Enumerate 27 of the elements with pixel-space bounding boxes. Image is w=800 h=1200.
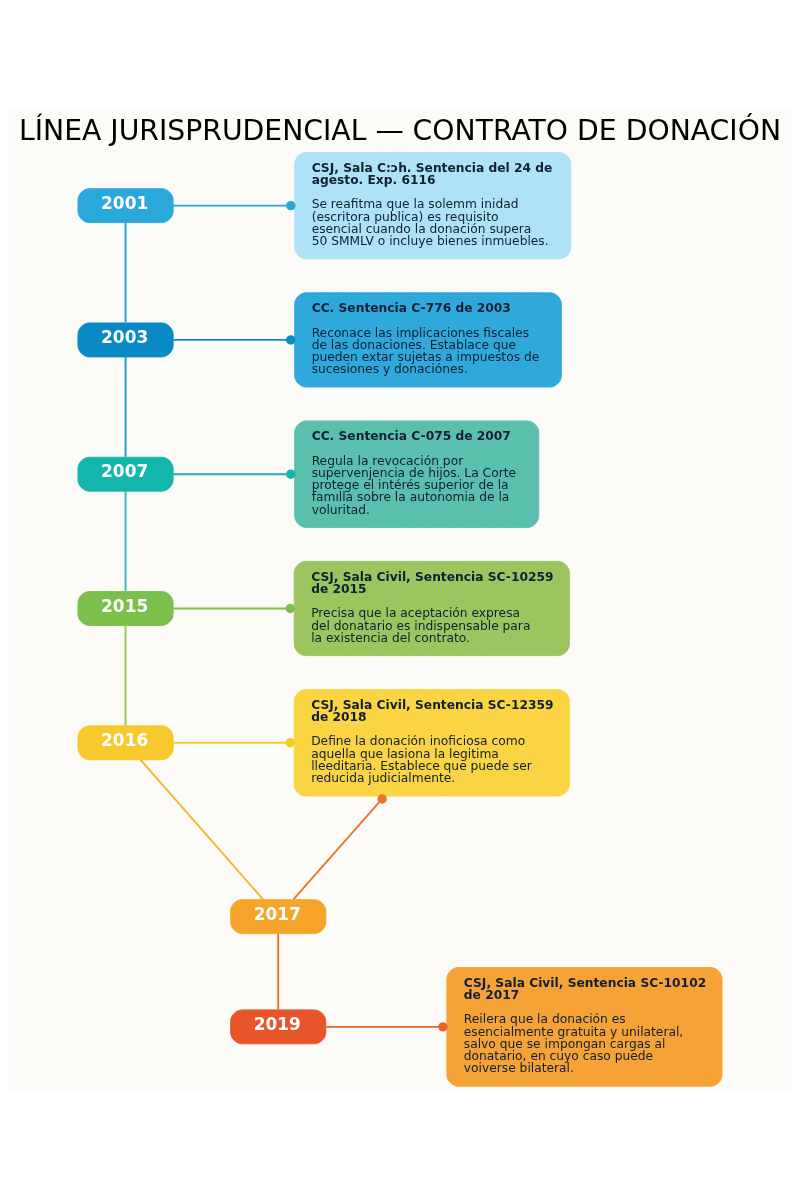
node-box: 2019 — [230, 1009, 327, 1045]
connector — [325, 1022, 448, 1032]
node-box: CSJ, Sala Civil, Sentencia SC-10102 de 2017 Reilera que la donación es esencialmente gratuita y unilateral, salvo que se impongan cargas al donatario, en cuyo caso puede voiverse bilateral. — [446, 967, 723, 1087]
connector — [124, 221, 127, 324]
connector — [124, 490, 127, 593]
node-box: 2017 — [230, 899, 327, 935]
node-box: 2015 — [77, 591, 174, 626]
connector — [172, 469, 296, 479]
connector — [124, 624, 127, 727]
node-box: 2016 — [77, 725, 174, 761]
node-box: CSJ, Sala Civil, Sentencia SC-12359 de 2018 Define la donación inoficiosa como aquella que lasiona la legitima lleeditaria. Establece que puede ser reducida judicialmente. — [293, 689, 570, 797]
connector — [172, 335, 296, 345]
node-box: CC. Sentencia C-075 de 2007 Regula la revocación por supervenjencia de hijos. La Corte protege el intérés superior de la famılla sobre la autonomia de la voluritad. — [294, 420, 540, 528]
node-box: CSJ, Sala Civil, Sentencia SC-10259 de 2015 Precisa que la aceptación expresa del donatario es indispensable para la existencia del contrato. — [293, 560, 570, 657]
connector — [172, 603, 295, 614]
node-box: CSJ, Sala C:ɔh. Sentencia del 24 de agesto. Exp. 6116 Se reafitma que la solemm inidad (escritora publica) es requisito esencial cuando la donación supera 50 SMMLV o incluye bienes inmuebles. — [294, 151, 572, 260]
diagram-title: LÍNEA JURISPRUDENCIAL — CONTRATO DE DONACIÓN — [18, 114, 782, 148]
connector — [292, 794, 387, 901]
connector — [124, 356, 127, 458]
connector — [172, 738, 295, 748]
connector — [139, 758, 265, 901]
connector — [172, 200, 296, 211]
node-box: 2003 — [77, 322, 174, 358]
node-box: 2001 — [77, 188, 174, 224]
node-box: CC. Sentencia C-776 de 2003 Reconace las implicaciones fiscales de las donaciones. Establace que pueden extar sujetas a impuestos de sucesiones y donaciónes. — [294, 292, 562, 388]
node-box: 2007 — [77, 456, 174, 492]
connector — [277, 933, 280, 1011]
